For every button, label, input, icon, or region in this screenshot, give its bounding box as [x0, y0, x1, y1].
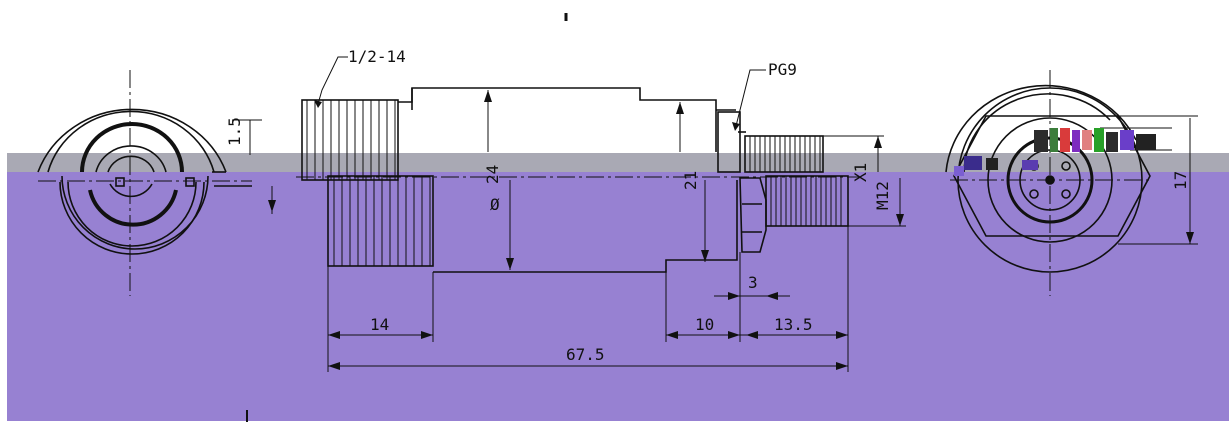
- across-flats-label: 17: [1171, 171, 1190, 190]
- overlay-band-gray: [7, 153, 1229, 172]
- thread-callout-label: 1/2-14: [348, 47, 406, 66]
- main-side-view: [296, 56, 906, 372]
- body-diameter-label: 24: [483, 165, 502, 184]
- radius-dim-label: 1.5: [225, 117, 244, 146]
- overall-length-label: 67.5: [566, 345, 605, 364]
- diameter-symbol: Ø: [490, 195, 500, 214]
- gap-length-label: 3: [748, 273, 758, 292]
- thread-length-label: 14: [370, 315, 389, 334]
- neck-diameter-label: 21: [681, 171, 700, 190]
- right-end-view: [945, 70, 1198, 296]
- left-end-view: [37, 70, 276, 296]
- tip-length-label: 13.5: [774, 315, 813, 334]
- dimension-labels: 1/2-14 PG9 1.5 24 Ø 21 X1 M12 17 14 10 1…: [225, 47, 1190, 364]
- render-artifacts: [246, 128, 1156, 422]
- oring-callout-label: PG9: [768, 60, 797, 79]
- neck-length-label: 10: [695, 315, 714, 334]
- small-thread-label-a: X1: [851, 163, 870, 182]
- small-thread-label-b: M12: [873, 181, 892, 210]
